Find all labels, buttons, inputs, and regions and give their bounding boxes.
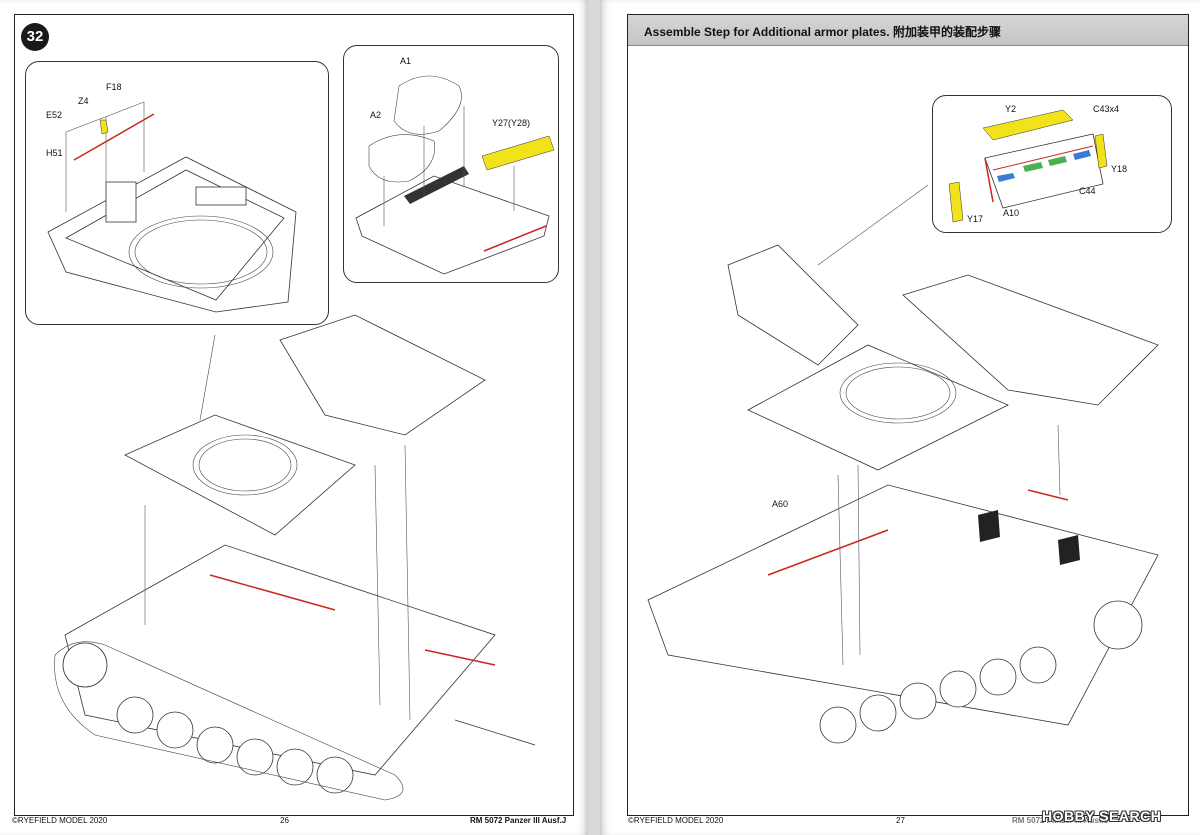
- callout-engine-deck: A1 A2 Y27(Y28): [343, 45, 559, 283]
- step-header-bar: Assemble Step for Additional armor plate…: [628, 15, 1188, 46]
- label-a2: A2: [370, 110, 382, 120]
- right-page: Assemble Step for Additional armor plate…: [600, 0, 1200, 835]
- footer-brand-right: ©RYEFIELD MODEL 2020: [628, 816, 724, 825]
- step-header-title: Assemble Step for Additional armor plate…: [644, 25, 1001, 39]
- label-y2: Y2: [1005, 104, 1017, 114]
- left-page-frame: 32 F18 Z4 E52 H51: [14, 14, 574, 816]
- label-c44: C44: [1079, 186, 1096, 196]
- y27-yellow-part: [481, 135, 555, 171]
- z4-yellow-part: [99, 119, 109, 135]
- footer-brand-left: ©RYEFIELD MODEL 2020: [12, 816, 108, 825]
- left-page: 32 F18 Z4 E52 H51: [0, 0, 588, 835]
- tank-assembly-drawing-right: [647, 184, 1159, 744]
- label-f18: F18: [106, 82, 122, 92]
- label-a1: A1: [400, 56, 412, 66]
- footer-page-number-right: 27: [896, 816, 905, 825]
- road-wheels-left: [62, 642, 354, 794]
- label-a10: A10: [1003, 208, 1020, 218]
- right-page-frame: Assemble Step for Additional armor plate…: [627, 14, 1189, 816]
- y17-yellow-part: [948, 181, 964, 223]
- footer-page-number-left: 26: [280, 816, 289, 825]
- label-a60: A60: [772, 499, 789, 509]
- label-c43: C43x4: [1093, 104, 1120, 114]
- tank-assembly-drawing-left: [54, 314, 536, 801]
- label-y18: Y18: [1111, 164, 1128, 174]
- callout-armor-plates: Y2 C43x4 Y18 C44 Y17 A10: [932, 95, 1172, 233]
- label-y17: Y17: [967, 214, 984, 224]
- callout-hull-interior: F18 Z4 E52 H51: [25, 61, 329, 325]
- armor-plates-drawing: [948, 109, 1108, 223]
- label-h51: H51: [46, 148, 63, 158]
- footer-product-left: RM 5072 Panzer III Ausf.J: [470, 816, 567, 825]
- hobby-search-watermark: HOBBY SEARCH: [1042, 808, 1162, 824]
- y18-yellow-part: [1094, 133, 1108, 169]
- engine-deck-drawing: [355, 75, 555, 275]
- road-wheels-right: [819, 600, 1143, 744]
- hull-interior-drawing: [47, 101, 297, 313]
- footer-product-right: RM 5072 Panzer III Ausf.J: [1012, 816, 1109, 825]
- step-number-badge: 32: [21, 23, 49, 51]
- label-z4: Z4: [78, 96, 89, 106]
- label-e52: E52: [46, 110, 63, 120]
- label-y27: Y27(Y28): [492, 118, 531, 128]
- y2-yellow-part: [982, 109, 1074, 141]
